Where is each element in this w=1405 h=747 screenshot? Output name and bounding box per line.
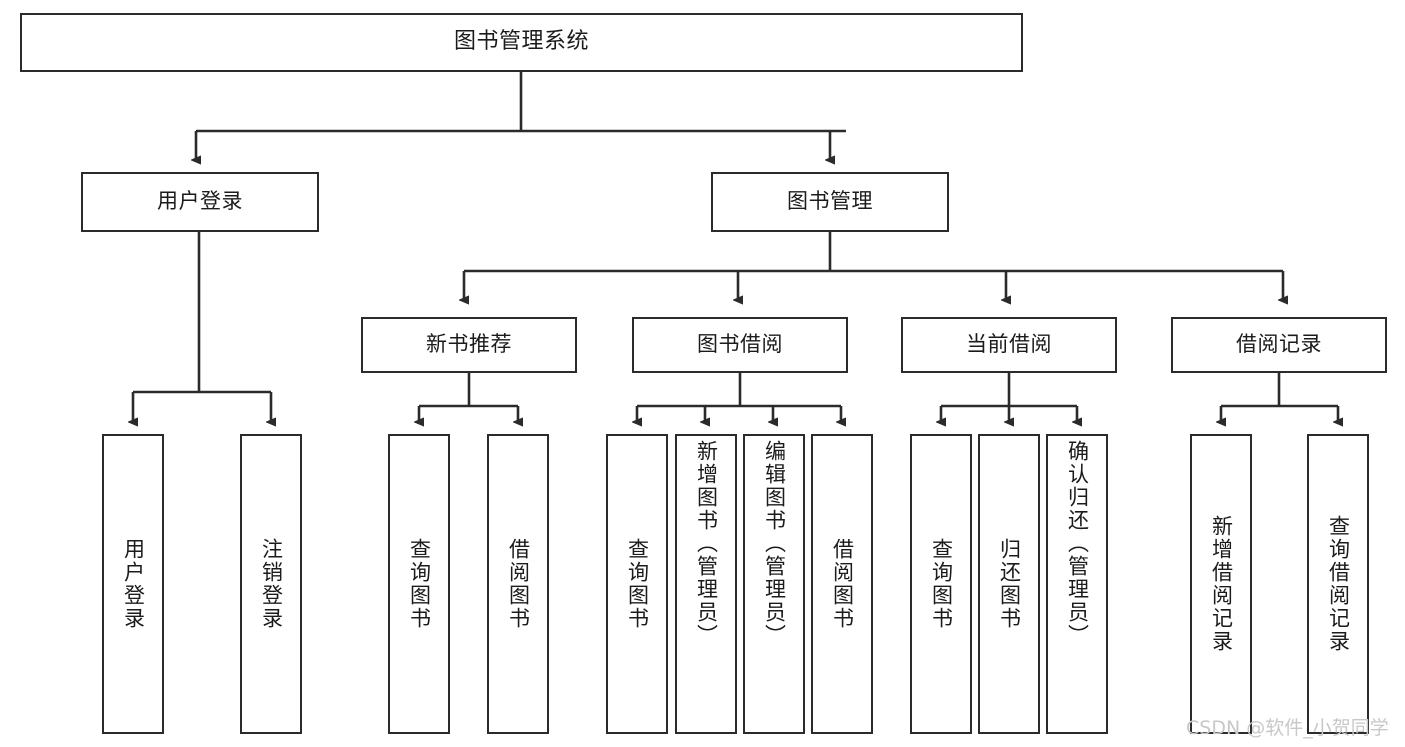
node-label: 借阅图书	[506, 538, 531, 630]
node-leaf-logout[interactable]: 注销登录	[240, 434, 302, 734]
node-label: 查询图书	[407, 538, 432, 630]
node-label: 图书管理	[787, 189, 873, 214]
node-label: 新书推荐	[426, 332, 512, 357]
node-leaf-add-borrow-record[interactable]: 新增借阅记录	[1190, 434, 1252, 734]
node-leaf-edit-book-admin[interactable]: 编辑图书（管理员）	[743, 434, 805, 734]
node-leaf-query-book-2[interactable]: 查询图书	[606, 434, 668, 734]
node-leaf-borrow-book-1[interactable]: 借阅图书	[487, 434, 549, 734]
node-label: 新增图书（管理员）	[694, 440, 719, 647]
csdn-watermark: CSDN @软件_小贺同学	[1186, 717, 1389, 739]
node-label: 图书管理系统	[453, 29, 589, 55]
node-borrowing-record[interactable]: 借阅记录	[1171, 317, 1387, 373]
node-book-management[interactable]: 图书管理	[711, 172, 949, 232]
node-label: 查询图书	[625, 538, 650, 630]
node-label: 归还图书	[997, 538, 1022, 630]
node-book-borrowing[interactable]: 图书借阅	[632, 317, 848, 373]
node-leaf-return-book[interactable]: 归还图书	[978, 434, 1040, 734]
node-label: 借阅图书	[830, 538, 855, 630]
node-leaf-query-book-3[interactable]: 查询图书	[910, 434, 972, 734]
node-label: 当前借阅	[966, 332, 1052, 357]
node-label: 用户登录	[157, 189, 243, 214]
node-label: 借阅记录	[1236, 332, 1322, 357]
node-label: 查询借阅记录	[1326, 515, 1351, 653]
node-leaf-confirm-return-admin[interactable]: 确认归还（管理员）	[1046, 434, 1108, 734]
node-leaf-query-borrow-record[interactable]: 查询借阅记录	[1307, 434, 1369, 734]
node-current-borrowing[interactable]: 当前借阅	[901, 317, 1117, 373]
node-label: 编辑图书（管理员）	[762, 440, 787, 647]
node-new-book-recommendation[interactable]: 新书推荐	[361, 317, 577, 373]
node-leaf-borrow-book-2[interactable]: 借阅图书	[811, 434, 873, 734]
node-leaf-query-book-1[interactable]: 查询图书	[388, 434, 450, 734]
node-root-book-management-system[interactable]: 图书管理系统	[20, 13, 1023, 72]
node-label: 用户登录	[121, 538, 146, 630]
node-label: 图书借阅	[697, 332, 783, 357]
node-leaf-user-login[interactable]: 用户登录	[102, 434, 164, 734]
node-label: 确认归还（管理员）	[1065, 440, 1090, 647]
node-label: 新增借阅记录	[1209, 515, 1234, 653]
node-label: 查询图书	[929, 538, 954, 630]
node-user-login[interactable]: 用户登录	[81, 172, 319, 232]
node-leaf-add-book-admin[interactable]: 新增图书（管理员）	[675, 434, 737, 734]
node-label: 注销登录	[259, 538, 284, 630]
